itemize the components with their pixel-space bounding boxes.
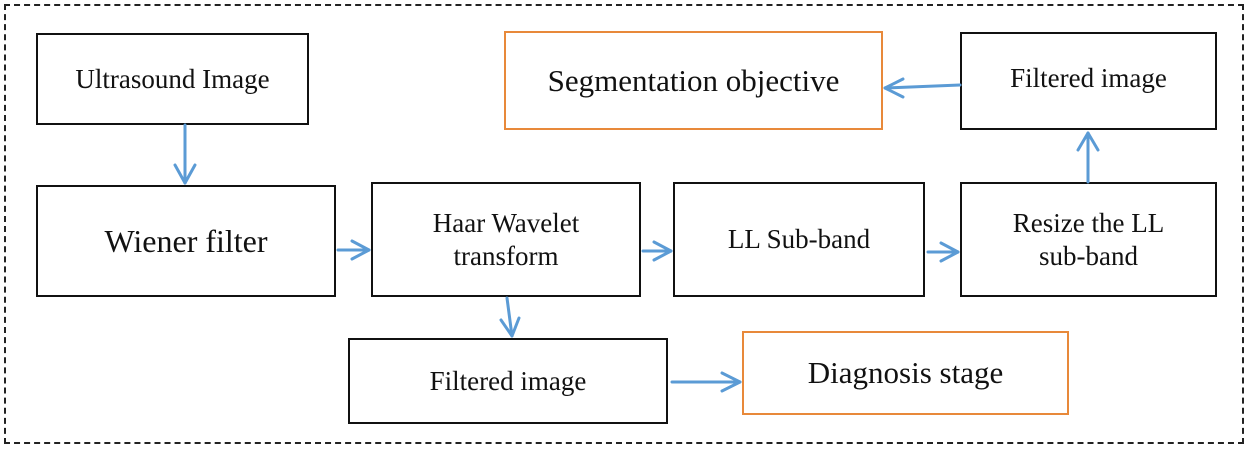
node-haar-wavelet: Haar Wavelet transform bbox=[371, 182, 641, 297]
arrowhead-resize-to-filtered bbox=[1076, 131, 1100, 152]
dashed-frame bbox=[4, 4, 1244, 444]
node-label: LL Sub-band bbox=[727, 224, 871, 255]
arrowhead-filtered-to-segmentation bbox=[883, 77, 905, 99]
arrowhead-filtered-to-diagnosis bbox=[720, 371, 742, 393]
arrow-haar-to-filtered-bottom bbox=[505, 296, 514, 338]
node-label: Wiener filter bbox=[104, 222, 268, 259]
arrow-filtered-to-segmentation bbox=[883, 83, 962, 90]
node-segmentation-objective: Segmentation objective bbox=[504, 31, 883, 130]
node-label: Segmentation objective bbox=[547, 62, 840, 98]
node-label-line1: Resize the LL bbox=[1012, 208, 1165, 239]
arrowhead-ultrasound-to-wiener bbox=[173, 163, 197, 185]
arrowhead-haar-to-ll bbox=[652, 240, 673, 262]
node-filtered-image-bottom: Filtered image bbox=[348, 338, 668, 424]
arrowhead-wiener-to-haar bbox=[350, 239, 371, 261]
node-resize-ll: Resize the LL sub-band bbox=[960, 182, 1217, 297]
node-ultrasound-image: Ultrasound Image bbox=[36, 33, 309, 125]
node-diagnosis-stage: Diagnosis stage bbox=[742, 331, 1069, 415]
node-label: Filtered image bbox=[429, 365, 587, 396]
node-filtered-image-top: Filtered image bbox=[960, 32, 1217, 130]
node-label-line2: transform bbox=[453, 240, 559, 271]
node-label-line2: sub-band bbox=[1039, 240, 1138, 271]
node-label: Filtered image bbox=[1010, 63, 1167, 93]
node-wiener-filter: Wiener filter bbox=[36, 185, 336, 297]
node-label-line1: Haar Wavelet bbox=[432, 208, 580, 239]
node-ll-subband: LL Sub-band bbox=[673, 182, 925, 297]
node-label: Diagnosis stage bbox=[807, 355, 1004, 391]
arrowhead-haar-to-filtered-bottom bbox=[499, 316, 521, 338]
node-label: Ultrasound Image bbox=[75, 63, 270, 94]
arrowhead-ll-to-resize bbox=[939, 241, 960, 263]
